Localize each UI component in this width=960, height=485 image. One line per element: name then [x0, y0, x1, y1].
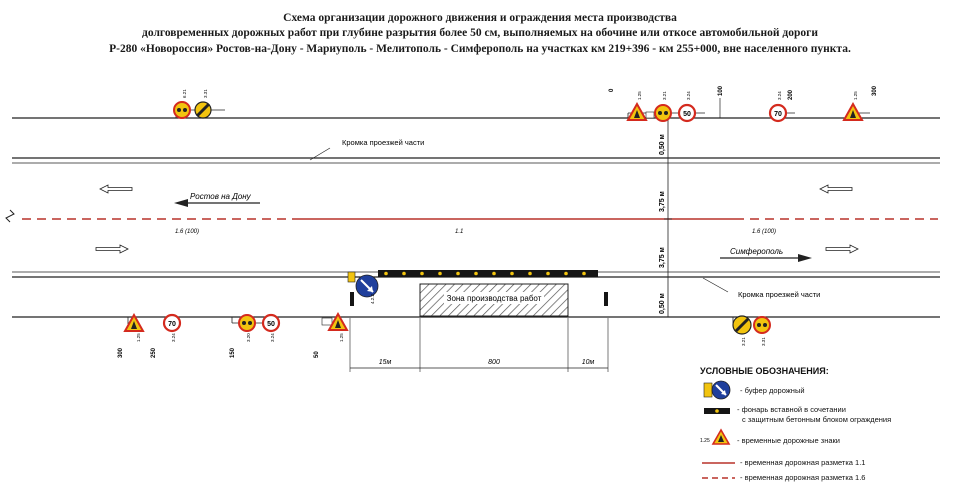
dim-shoulder-top: 0,50 м [659, 134, 666, 155]
sign-end-limits-bottom [238, 314, 256, 332]
legend-buffer-symbol [703, 380, 731, 400]
distance-10m: 10м [582, 359, 595, 366]
sign-speed-70-top [768, 103, 788, 123]
dim-lane-bottom: 3,75 м [659, 247, 666, 268]
sign-speed-50-bottom [261, 313, 281, 333]
work-zone-label: Зона производства работ [447, 294, 542, 303]
sign-end-limits-top [173, 101, 191, 119]
sign-code-top-2: 3.31 [203, 89, 208, 98]
legend-lamp-symbol [704, 408, 730, 414]
sign-code-bottom-3: 3.20 [246, 333, 251, 342]
lane-arrow-left-1 [99, 184, 133, 194]
top-dist-100: 100 [718, 85, 724, 96]
sign-code-top-5: 3.24 [686, 91, 691, 100]
break-mark-left [5, 209, 15, 223]
sign-code-top-6: 3.24 [777, 91, 782, 100]
sign-speed-70-bottom [162, 313, 182, 333]
top-dist-0: 0 [609, 88, 615, 92]
sign-bottom-70-group: 70 3.24 [162, 313, 182, 342]
edge-label-leader-top [309, 147, 331, 161]
sign-plate-bottom [321, 317, 333, 326]
legend-item-marking-1-1: - временная дорожная разметка 1.1 [740, 458, 866, 467]
lamp-block-right [604, 292, 608, 306]
scheme-title-line3: Р-280 «Новороссия» Ростов-на-Дону - Мари… [109, 43, 851, 55]
sign-bottom-pair-group: 50 3.20 3.24 [231, 313, 281, 342]
sign-bottom-right-pair-group: 3.21 3.31 [732, 315, 771, 346]
marking-label-right: 1.6 (100) [752, 229, 776, 235]
sign-speed-70-top-value: 70 [774, 111, 782, 118]
scheme-title-line1: Схема организации дорожного движения и о… [283, 12, 677, 24]
sign-speed-50-top-value: 50 [683, 111, 691, 118]
sign-plate-top [645, 111, 655, 119]
lamp-block-left-2 [350, 292, 354, 306]
sign-code-top-7: 1.25 [853, 91, 858, 100]
top-dist-200: 200 [788, 89, 794, 100]
dim-shoulder-bottom: 0,50 м [659, 293, 666, 314]
legend-item-marking-1-6: - временная дорожная разметка 1.6 [740, 473, 866, 482]
bottom-dist-250: 250 [151, 347, 157, 358]
sign-bottom-triangle-group: 1.25 [123, 312, 145, 342]
sign-code-bottom-5: 1.25 [339, 333, 344, 342]
sign-top-triangle-right-group: 1.25 [842, 91, 870, 121]
legend-item-lamp-1: - фонарь вставной в сочетании [737, 405, 846, 414]
direction-label-rostov: Ростов на Дону [190, 192, 252, 201]
distance-800: 800 [488, 359, 500, 366]
lane-arrow-left-2 [819, 184, 853, 194]
sign-speed-50-top [677, 103, 697, 123]
lane-arrow-right-2 [825, 244, 859, 254]
legend-item-signs: - временные дорожные знаки [737, 436, 840, 445]
legend-title: УСЛОВНЫЕ ОБОЗНАЧЕНИЯ: [700, 366, 829, 376]
legend-item-buffer: - буфер дорожный [740, 386, 805, 395]
top-dist-300: 300 [872, 85, 878, 96]
lamp-block-left [347, 271, 356, 283]
barrier-lamps [384, 271, 586, 276]
sign-code-top-4: 3.21 [662, 91, 667, 100]
sign-code-bottom-7: 3.21 [741, 337, 746, 346]
legend-sign-symbol [711, 428, 731, 445]
sign-bottom-triangle-plate-group: 1.25 [321, 311, 349, 342]
marking-label-left: 1.6 (100) [175, 229, 199, 235]
scheme-title-line2: долговременных дорожных работ при глубин… [142, 27, 818, 39]
sign-top-right-group: 50 1.25 3.21 3.24 [626, 91, 705, 123]
direction-arrow-simferopol [720, 254, 812, 262]
bottom-dist-150: 150 [230, 347, 236, 358]
direction-arrow-rostov [174, 199, 260, 207]
legend-item-lamp-2: с защитным бетонным блоком ограждения [742, 415, 892, 424]
sign-code-top-3: 1.25 [637, 91, 642, 100]
sign-end-limits-bottom-2 [753, 316, 771, 334]
direction-label-simferopol: Симферополь [730, 247, 783, 256]
edge-label-top: Кромка проезжей части [342, 138, 424, 147]
edge-label-bottom: Кромка проезжей части [738, 290, 820, 299]
sign-speed-50-bottom-value: 50 [267, 321, 275, 328]
sign-code-top-1: 6.21 [182, 89, 187, 98]
sign-top-left-group: 6.21 3.31 [173, 89, 225, 119]
sign-code-bottom-4: 3.24 [270, 333, 275, 342]
buffer-code: 4.2.2 [370, 293, 375, 304]
sign-end-limits-top-2 [654, 104, 672, 122]
edge-label-leader-bottom [702, 277, 729, 293]
sign-code-bottom-2: 3.24 [171, 333, 176, 342]
lane-arrow-right-1 [95, 244, 129, 254]
sign-code-bottom-1: 1.25 [136, 333, 141, 342]
sign-top-70-group: 70 3.24 [768, 91, 795, 123]
marking-label-center: 1.1 [455, 229, 463, 235]
sign-speed-70-bottom-value: 70 [168, 321, 176, 328]
legend-sign-code: 1.25 [700, 438, 710, 444]
sign-code-bottom-8: 3.31 [761, 337, 766, 346]
dim-lane-top: 3,75 м [659, 191, 666, 212]
bottom-dist-50: 50 [314, 351, 320, 358]
concrete-barrier [378, 270, 598, 277]
distance-15m: 15м [379, 359, 392, 366]
bottom-dist-300: 300 [118, 347, 124, 358]
